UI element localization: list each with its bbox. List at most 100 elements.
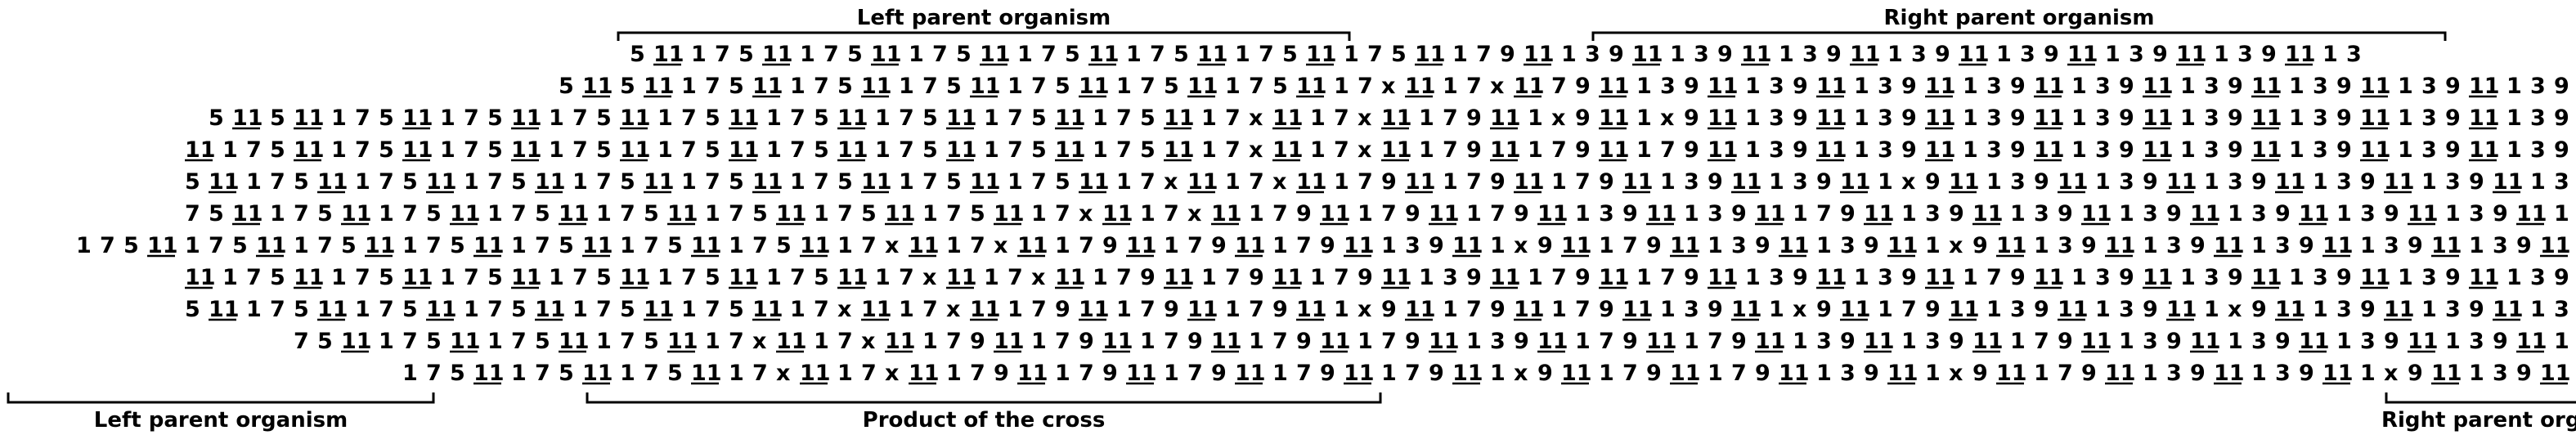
- token: 11: [511, 137, 542, 163]
- token: 11: [511, 105, 542, 131]
- token: 7: [861, 233, 877, 258]
- token: 11: [1429, 201, 1460, 226]
- token: 11: [1320, 201, 1351, 226]
- token: 3: [2034, 201, 2049, 226]
- token: 9: [2034, 297, 2049, 322]
- token: 11: [1197, 42, 1228, 67]
- token: 9: [1466, 137, 1482, 163]
- token: 9: [1537, 233, 1553, 258]
- token: 1: [2180, 105, 2196, 131]
- token: 9: [2058, 329, 2073, 354]
- token: 1: [596, 201, 612, 226]
- token: 11: [1840, 297, 1871, 322]
- token: 9: [1490, 297, 1506, 322]
- token: x: [837, 297, 851, 322]
- token: 11: [762, 42, 793, 67]
- token: x: [1949, 361, 1963, 386]
- token: 1: [1769, 297, 1784, 322]
- token: 9: [1949, 329, 1964, 354]
- token: 7: [715, 42, 730, 67]
- token: 7: [572, 137, 588, 163]
- token: 3: [2445, 297, 2461, 322]
- token: 1: [1126, 42, 1142, 67]
- token: 1: [1249, 201, 1264, 226]
- token: 3: [2421, 105, 2437, 131]
- token: 1: [1334, 74, 1349, 99]
- token: 11: [946, 137, 977, 163]
- token: 1: [1310, 137, 1326, 163]
- token: 1: [922, 329, 938, 354]
- token: 9: [2034, 169, 2049, 195]
- label-top-left: Left parent organism: [857, 6, 1111, 30]
- token: 5: [535, 201, 550, 226]
- token: 11: [473, 233, 505, 258]
- token: 7: [487, 169, 503, 195]
- token: 3: [2469, 201, 2484, 226]
- token: 1: [2469, 361, 2484, 386]
- token: 1: [657, 137, 673, 163]
- token: 1: [511, 233, 527, 258]
- token: 5: [270, 137, 285, 163]
- token: 1: [1575, 201, 1591, 226]
- token: 9: [2299, 233, 2314, 258]
- token: 7: [790, 137, 806, 163]
- token: 7: [837, 201, 853, 226]
- token: 11: [1017, 361, 1048, 386]
- token: 7: [620, 201, 635, 226]
- token: 7: [1466, 74, 1482, 99]
- token: 9: [1949, 201, 1964, 226]
- token: 7: [1164, 329, 1179, 354]
- token: 9: [1296, 329, 1312, 354]
- token: 11: [2540, 233, 2571, 258]
- token: 11: [2469, 74, 2500, 99]
- token: 1: [1528, 105, 1543, 131]
- token: 9: [2119, 137, 2134, 163]
- token: 1: [729, 233, 744, 258]
- token: 3: [1878, 105, 1893, 131]
- token: 9: [2493, 329, 2508, 354]
- token: 11: [2081, 201, 2112, 226]
- token: 11: [1055, 105, 1086, 131]
- token: 1: [2398, 105, 2413, 131]
- token: 1: [2119, 329, 2134, 354]
- token: 11: [1126, 233, 1157, 258]
- token: 1: [814, 329, 829, 354]
- token: 7: [511, 201, 527, 226]
- token: 11: [1864, 201, 1895, 226]
- token: 11: [1088, 42, 1120, 67]
- token: 3: [1878, 137, 1893, 163]
- token: x: [1490, 74, 1504, 99]
- token: 11: [2431, 233, 2462, 258]
- token: 9: [1816, 297, 1832, 322]
- token: 11: [861, 297, 892, 322]
- token: 9: [2010, 74, 2026, 99]
- token: 1: [2095, 169, 2111, 195]
- token: 7: [1575, 169, 1591, 195]
- token: 3: [2095, 265, 2111, 290]
- token: 7: [790, 265, 806, 290]
- token: 11: [473, 361, 505, 386]
- token: 9: [2081, 233, 2097, 258]
- token: 3: [1840, 233, 1856, 258]
- token: 9: [2228, 105, 2243, 131]
- token: 9: [2445, 105, 2461, 131]
- token: 9: [2190, 233, 2206, 258]
- token: x: [1187, 201, 1201, 226]
- token: 3: [1599, 201, 1614, 226]
- token: 9: [1826, 42, 1842, 67]
- token: 9: [1793, 265, 1808, 290]
- token: 7: [464, 265, 479, 290]
- token: 1: [379, 329, 394, 354]
- token: 1: [875, 265, 891, 290]
- token: 5: [861, 201, 877, 226]
- token: 1: [2506, 137, 2522, 163]
- token: 9: [1164, 297, 1179, 322]
- token: 3: [2554, 297, 2569, 322]
- token: 1: [1575, 329, 1591, 354]
- token: 1: [2071, 105, 2087, 131]
- token: 1: [1140, 201, 1156, 226]
- token: 7: [379, 297, 394, 322]
- token: 7: [246, 137, 262, 163]
- token: 1: [681, 74, 697, 99]
- token: 9: [1708, 169, 1723, 195]
